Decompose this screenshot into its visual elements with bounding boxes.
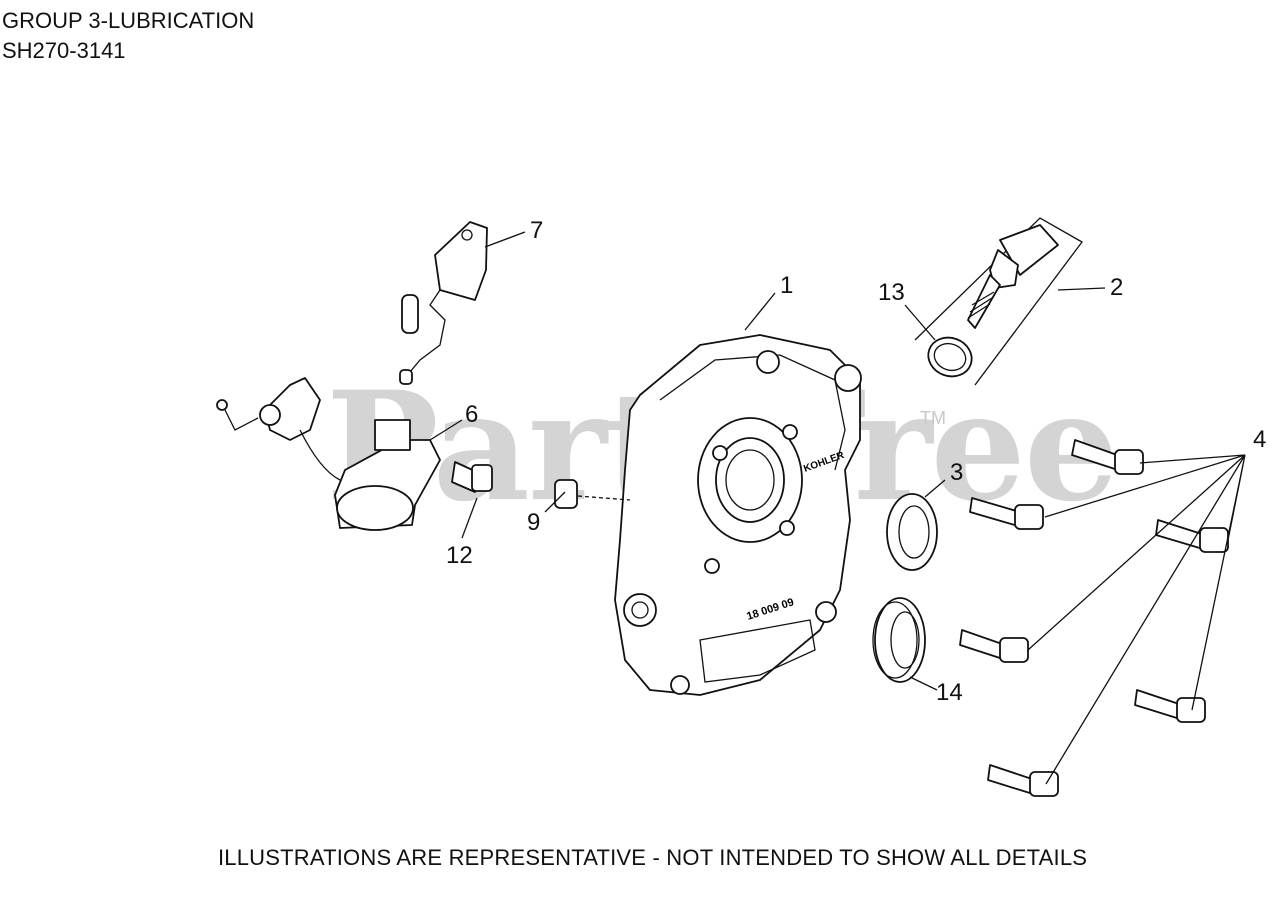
callout-2: 2 xyxy=(1110,274,1123,301)
part-13-o-ring[interactable] xyxy=(923,332,977,383)
part-3-oil-seal[interactable] xyxy=(886,493,938,571)
callout-13: 13 xyxy=(878,279,905,306)
callout-12: 12 xyxy=(446,542,473,569)
part-6-oil-sentry-switch[interactable] xyxy=(216,377,441,531)
part-1-crankcase-cover[interactable]: KOHLER 18 009 09 xyxy=(614,334,862,696)
callout-14: 14 xyxy=(936,679,963,706)
trademark-mark: TM xyxy=(920,408,946,428)
group-title: GROUP 3-LUBRICATION xyxy=(2,8,255,33)
callout-1: 1 xyxy=(780,272,793,299)
part-14-oil-seal[interactable] xyxy=(872,597,926,683)
callout-4: 4 xyxy=(1253,426,1266,453)
model-number: SH270-3141 xyxy=(2,38,126,63)
callout-9: 9 xyxy=(527,509,540,536)
disclaimer-footer: ILLUSTRATIONS ARE REPRESENTATIVE - NOT I… xyxy=(218,845,1088,870)
page-header: GROUP 3-LUBRICATION SH270-3141 xyxy=(2,6,254,66)
part-12-bolt[interactable] xyxy=(451,461,493,493)
part-7-sensor[interactable] xyxy=(399,221,488,385)
part-9-dowel-pin[interactable] xyxy=(554,479,631,509)
part-4-bolts[interactable] xyxy=(959,439,1229,797)
leader-lines xyxy=(429,231,1246,785)
callout-labels: 1 2 3 4 6 7 9 12 13 14 xyxy=(446,217,1266,706)
callout-6: 6 xyxy=(465,401,478,428)
callout-7: 7 xyxy=(530,217,543,244)
callout-3: 3 xyxy=(950,459,963,486)
part-2-dipstick[interactable] xyxy=(914,217,1083,386)
